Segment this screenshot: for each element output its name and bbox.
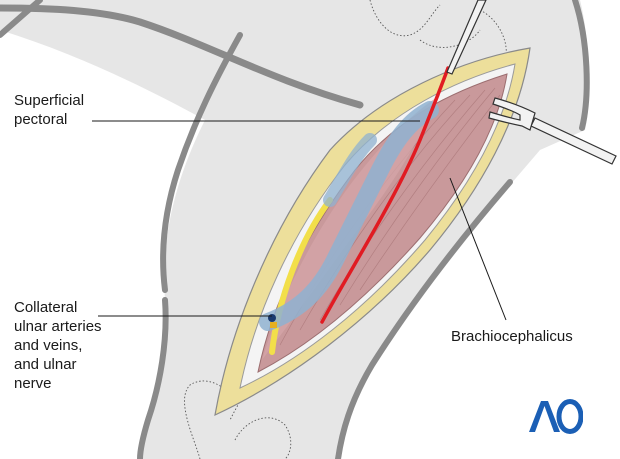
label-collateral-ulnar: Collateral ulnar arteries and veins, and…	[14, 298, 134, 393]
ulnar-nerve	[269, 197, 333, 355]
label-line: pectoral	[14, 111, 68, 128]
label-superficial-pectoral: Superficial pectoral	[14, 91, 134, 129]
retractor-instrument	[488, 97, 617, 165]
scalpel-instrument	[446, 0, 487, 75]
incision-site	[214, 47, 531, 417]
ao-logo: AO	[529, 399, 583, 434]
label-brachiocephalicus: Brachiocephalicus	[451, 328, 573, 345]
label-line: Superficial	[14, 92, 85, 109]
label-line: ulnar arteries	[14, 318, 102, 335]
leader-line-brachiocephalicus	[449, 177, 507, 321]
red-vessel	[320, 66, 450, 324]
label-line: and veins,	[14, 337, 83, 354]
label-line: nerve	[14, 375, 52, 392]
label-line: Collateral	[14, 299, 78, 316]
label-line: and ulnar	[14, 356, 77, 373]
collateral-ulnar-vessels	[259, 101, 439, 331]
